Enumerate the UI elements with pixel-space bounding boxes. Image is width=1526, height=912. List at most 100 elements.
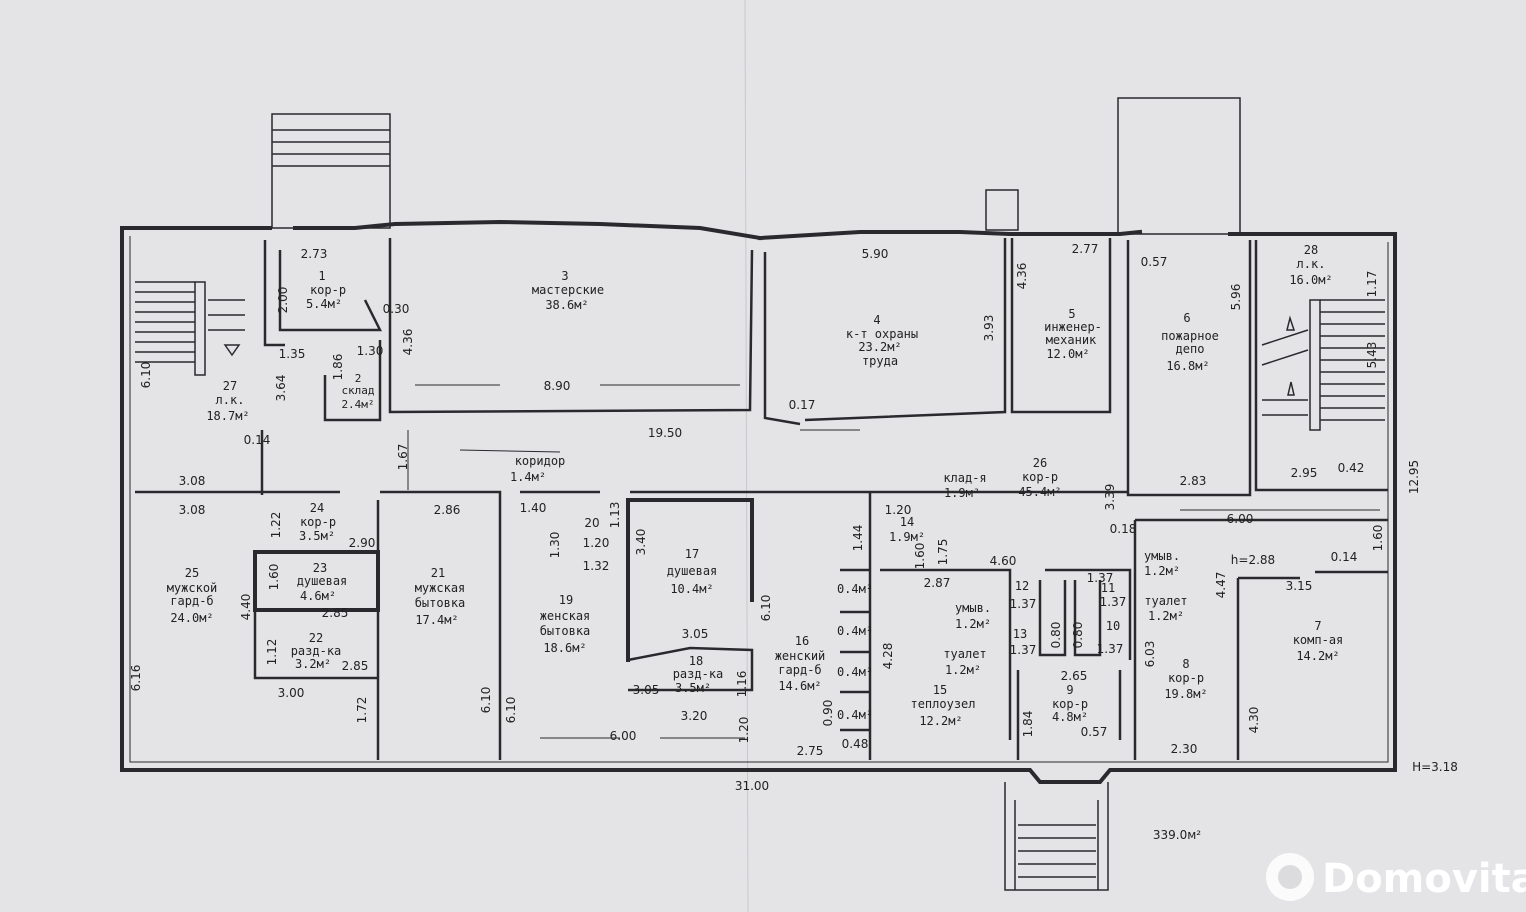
svg-text:0.57: 0.57: [1081, 725, 1108, 739]
svg-text:3: 3: [561, 269, 568, 283]
svg-text:2.77: 2.77: [1072, 242, 1099, 256]
interior-walls: [135, 238, 1388, 760]
svg-text:умыв.: умыв.: [1144, 549, 1180, 563]
svg-text:11: 11: [1101, 581, 1115, 595]
svg-text:2.30: 2.30: [1171, 742, 1198, 756]
svg-text:31.00: 31.00: [735, 779, 769, 793]
svg-text:22: 22: [309, 631, 323, 645]
svg-text:кор-р: кор-р: [1168, 671, 1204, 685]
svg-text:18: 18: [689, 654, 703, 668]
svg-text:1.72: 1.72: [355, 697, 369, 724]
svg-text:1.30: 1.30: [548, 532, 562, 559]
svg-text:0.80: 0.80: [1071, 622, 1085, 649]
svg-text:8: 8: [1182, 657, 1189, 671]
room-27: 27 л.к. 18.7м²: [206, 379, 249, 423]
svg-text:6.16: 6.16: [129, 665, 143, 692]
svg-text:женский: женский: [775, 649, 826, 663]
svg-text:Domovita: Domovita: [1322, 856, 1526, 902]
svg-text:л.к.: л.к.: [1297, 257, 1326, 271]
room-7: 7 комп-ая 14.2м²: [1293, 619, 1344, 663]
svg-text:1.9м²: 1.9м²: [889, 530, 925, 544]
room-5: 5 инженер- механик 12.0м²: [1044, 307, 1102, 361]
svg-text:5.96: 5.96: [1229, 284, 1243, 311]
svg-text:теплоузел: теплоузел: [910, 697, 975, 711]
svg-text:4.30: 4.30: [1247, 707, 1261, 734]
svg-text:инженер-: инженер-: [1044, 320, 1102, 334]
svg-text:0.14: 0.14: [1331, 550, 1358, 564]
svg-text:бытовка: бытовка: [540, 624, 591, 638]
svg-text:4.47: 4.47: [1214, 572, 1228, 599]
svg-text:0.48: 0.48: [842, 737, 869, 751]
svg-text:24: 24: [310, 501, 324, 515]
room-4: 4 к-т охраны 23.2м² труда: [846, 313, 918, 368]
svg-text:туалет: туалет: [1144, 594, 1187, 608]
svg-text:туалет: туалет: [943, 647, 986, 661]
svg-text:1.37: 1.37: [1087, 571, 1114, 585]
svg-text:1.2м²: 1.2м²: [945, 663, 981, 677]
svg-text:1.30: 1.30: [357, 344, 384, 358]
svg-text:1.60: 1.60: [913, 543, 927, 570]
room-9: 9 кор-р 4.8м²: [1052, 683, 1088, 724]
room-16: 16 женский гард-б 14.6м²: [775, 634, 826, 693]
svg-text:12.2м²: 12.2м²: [919, 714, 962, 728]
room-3: 3 мастерские 38.6м²: [532, 269, 604, 312]
room-8: 8 кор-р 19.8м²: [1164, 657, 1207, 701]
svg-text:3.2м²: 3.2м²: [295, 657, 331, 671]
svg-text:1.22: 1.22: [269, 512, 283, 539]
svg-text:0.17: 0.17: [789, 398, 816, 412]
svg-text:депо: депо: [1176, 342, 1205, 356]
height-label: H=3.18: [1412, 760, 1458, 774]
room-6: 6 пожарное депо 16.8м²: [1161, 311, 1219, 373]
svg-text:14: 14: [900, 515, 914, 529]
svg-text:3.20: 3.20: [681, 709, 708, 723]
svg-text:0.57: 0.57: [1141, 255, 1168, 269]
svg-text:14.2м²: 14.2м²: [1296, 649, 1339, 663]
svg-text:12.95: 12.95: [1407, 460, 1421, 494]
svg-text:3.05: 3.05: [633, 683, 660, 697]
dimension-labels: 2.73 0.30 1.35 1.30 8.90 5.90 0.17 2.77 …: [179, 242, 1458, 842]
room-22: 22 разд-ка 3.2м²: [291, 631, 342, 671]
svg-text:кор-р: кор-р: [1022, 470, 1058, 484]
svg-text:1.35: 1.35: [279, 347, 306, 361]
svg-text:28: 28: [1304, 243, 1318, 257]
svg-text:комп-ая: комп-ая: [1293, 633, 1344, 647]
svg-text:10.4м²: 10.4м²: [670, 582, 713, 596]
svg-text:10: 10: [1106, 619, 1120, 633]
svg-text:2.95: 2.95: [1291, 466, 1318, 480]
svg-text:4: 4: [873, 313, 880, 327]
room-17: 17 душевая 10.4м²: [667, 547, 718, 596]
svg-text:л.к.: л.к.: [216, 393, 245, 407]
svg-text:5.90: 5.90: [862, 247, 889, 261]
svg-text:2.85: 2.85: [342, 659, 369, 673]
room-15: 15 теплоузел 12.2м²: [910, 683, 975, 728]
svg-text:0.14: 0.14: [244, 433, 271, 447]
svg-text:1.40: 1.40: [520, 501, 547, 515]
svg-text:мастерские: мастерские: [532, 283, 604, 297]
svg-text:механик: механик: [1046, 333, 1097, 347]
svg-text:0.80: 0.80: [1049, 622, 1063, 649]
svg-text:18.6м²: 18.6м²: [543, 641, 586, 655]
svg-text:3.08: 3.08: [179, 503, 206, 517]
svg-text:19.8м²: 19.8м²: [1164, 687, 1207, 701]
svg-text:19: 19: [559, 593, 573, 607]
paper-fold: [744, 0, 749, 912]
room-labels: 1 кор-р 5.4м² 2 склад 2.4м² 3 мастерские…: [167, 243, 1344, 728]
svg-text:2.73: 2.73: [301, 247, 328, 261]
svg-text:мужская: мужская: [415, 581, 466, 595]
domovita-watermark: Domovita: [1266, 853, 1526, 902]
svg-text:21: 21: [431, 566, 445, 580]
svg-text:0.90: 0.90: [821, 700, 835, 727]
svg-text:3.00: 3.00: [278, 686, 305, 700]
svg-text:19.50: 19.50: [648, 426, 682, 440]
svg-text:20: 20: [584, 516, 599, 530]
svg-text:26: 26: [1033, 456, 1047, 470]
svg-text:6.03: 6.03: [1143, 641, 1157, 668]
svg-text:4.36: 4.36: [401, 329, 415, 356]
room-2: 2 склад 2.4м²: [341, 372, 374, 411]
room-28: 28 л.к. 16.0м²: [1289, 243, 1332, 287]
svg-text:3.64: 3.64: [274, 375, 288, 402]
svg-text:0.18: 0.18: [1110, 522, 1137, 536]
svg-text:4.6м²: 4.6м²: [300, 589, 336, 603]
svg-text:17: 17: [685, 547, 699, 561]
top-left-porch: [271, 113, 391, 229]
